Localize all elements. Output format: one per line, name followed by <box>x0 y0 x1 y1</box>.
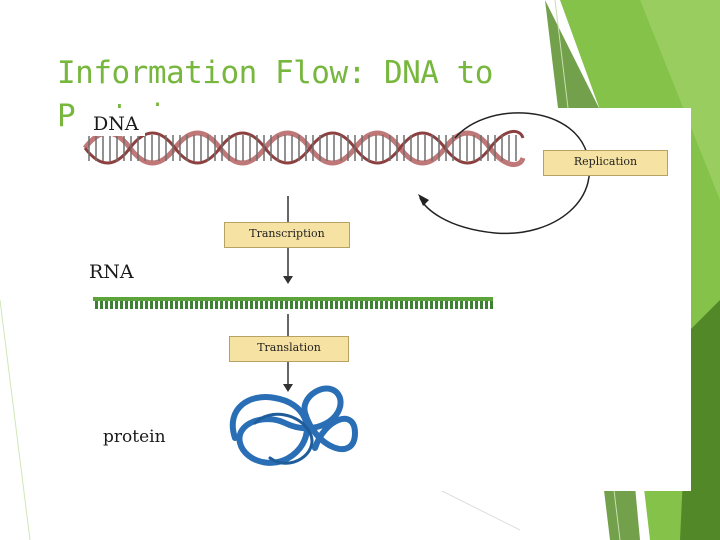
rna-base <box>170 301 173 309</box>
rna-base <box>450 301 453 309</box>
rna-base <box>195 301 198 309</box>
rna-base <box>270 301 273 309</box>
translation-box: Translation <box>229 336 349 362</box>
rna-base <box>155 301 158 309</box>
rna-base <box>370 301 373 309</box>
rna-base <box>405 301 408 309</box>
rna-base <box>330 301 333 309</box>
rna-base <box>95 301 98 309</box>
rna-base <box>260 301 263 309</box>
rna-base <box>275 301 278 309</box>
rna-base <box>265 301 268 309</box>
dna-protein-diagram: DNA RNA protein Replication Transcriptio… <box>75 108 691 491</box>
rna-base <box>305 301 308 309</box>
rna-base <box>250 301 253 309</box>
rna-base <box>315 301 318 309</box>
rna-base <box>130 301 133 309</box>
rna-base <box>415 301 418 309</box>
rna-base <box>390 301 393 309</box>
rna-base <box>175 301 178 309</box>
rna-base <box>180 301 183 309</box>
rna-base <box>430 301 433 309</box>
rna-base <box>310 301 313 309</box>
rna-base <box>420 301 423 309</box>
rna-base <box>440 301 443 309</box>
rna-base <box>145 301 148 309</box>
rna-base <box>120 301 123 309</box>
rna-base <box>125 301 128 309</box>
rna-base <box>105 301 108 309</box>
protein-coil-icon <box>229 385 359 466</box>
rna-base <box>200 301 203 309</box>
rna-base <box>485 301 488 309</box>
rna-base <box>115 301 118 309</box>
rna-base <box>480 301 483 309</box>
rna-base <box>460 301 463 309</box>
rna-base <box>335 301 338 309</box>
rna-base <box>470 301 473 309</box>
rna-base <box>380 301 383 309</box>
rna-base <box>410 301 413 309</box>
rna-base <box>100 301 103 309</box>
rna-base <box>245 301 248 309</box>
rna-base <box>210 301 213 309</box>
rna-base <box>455 301 458 309</box>
replication-box: Replication <box>543 150 668 176</box>
rna-base <box>160 301 163 309</box>
rna-base <box>475 301 478 309</box>
rna-base <box>340 301 343 309</box>
circular-arrow-icon <box>418 112 591 235</box>
rna-base <box>435 301 438 309</box>
diagram-canvas <box>83 112 591 466</box>
rna-base <box>320 301 323 309</box>
rna-base <box>135 301 138 309</box>
rna-base <box>490 301 493 309</box>
rna-base <box>190 301 193 309</box>
rna-base <box>150 301 153 309</box>
rna-base <box>220 301 223 309</box>
rna-base <box>110 301 113 309</box>
rna-base <box>300 301 303 309</box>
rna-base <box>365 301 368 309</box>
rna-base <box>350 301 353 309</box>
rna-base <box>215 301 218 309</box>
rna-strand-icon <box>93 297 493 309</box>
rna-base <box>280 301 283 309</box>
rna-base <box>360 301 363 309</box>
rna-base <box>140 301 143 309</box>
rna-base <box>230 301 233 309</box>
rna-base <box>425 301 428 309</box>
rna-base <box>345 301 348 309</box>
rna-base <box>255 301 258 309</box>
rna-base <box>225 301 228 309</box>
protein-label: protein <box>103 426 166 448</box>
dna-helix-icon <box>83 129 526 167</box>
rna-base <box>240 301 243 309</box>
transcription-box: Transcription <box>224 222 350 248</box>
rna-base <box>325 301 328 309</box>
rna-base <box>395 301 398 309</box>
rna-label: RNA <box>89 261 134 283</box>
rna-base <box>445 301 448 309</box>
rna-base <box>285 301 288 309</box>
rna-base <box>165 301 168 309</box>
rna-base <box>355 301 358 309</box>
rna-base <box>375 301 378 309</box>
dna-label: DNA <box>87 112 145 136</box>
rna-base <box>235 301 238 309</box>
rna-base <box>465 301 468 309</box>
rna-base <box>385 301 388 309</box>
rna-base <box>290 301 293 309</box>
rna-base <box>185 301 188 309</box>
rna-base <box>400 301 403 309</box>
rna-base <box>295 301 298 309</box>
rna-base <box>205 301 208 309</box>
